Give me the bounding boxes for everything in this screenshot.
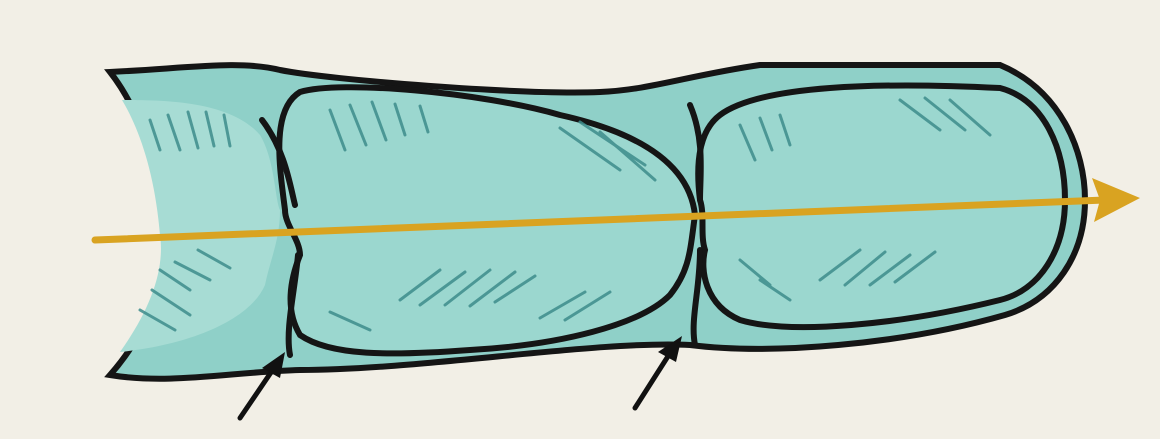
diagram-canvas xyxy=(0,0,1160,439)
vessel-illustration xyxy=(0,0,1160,439)
